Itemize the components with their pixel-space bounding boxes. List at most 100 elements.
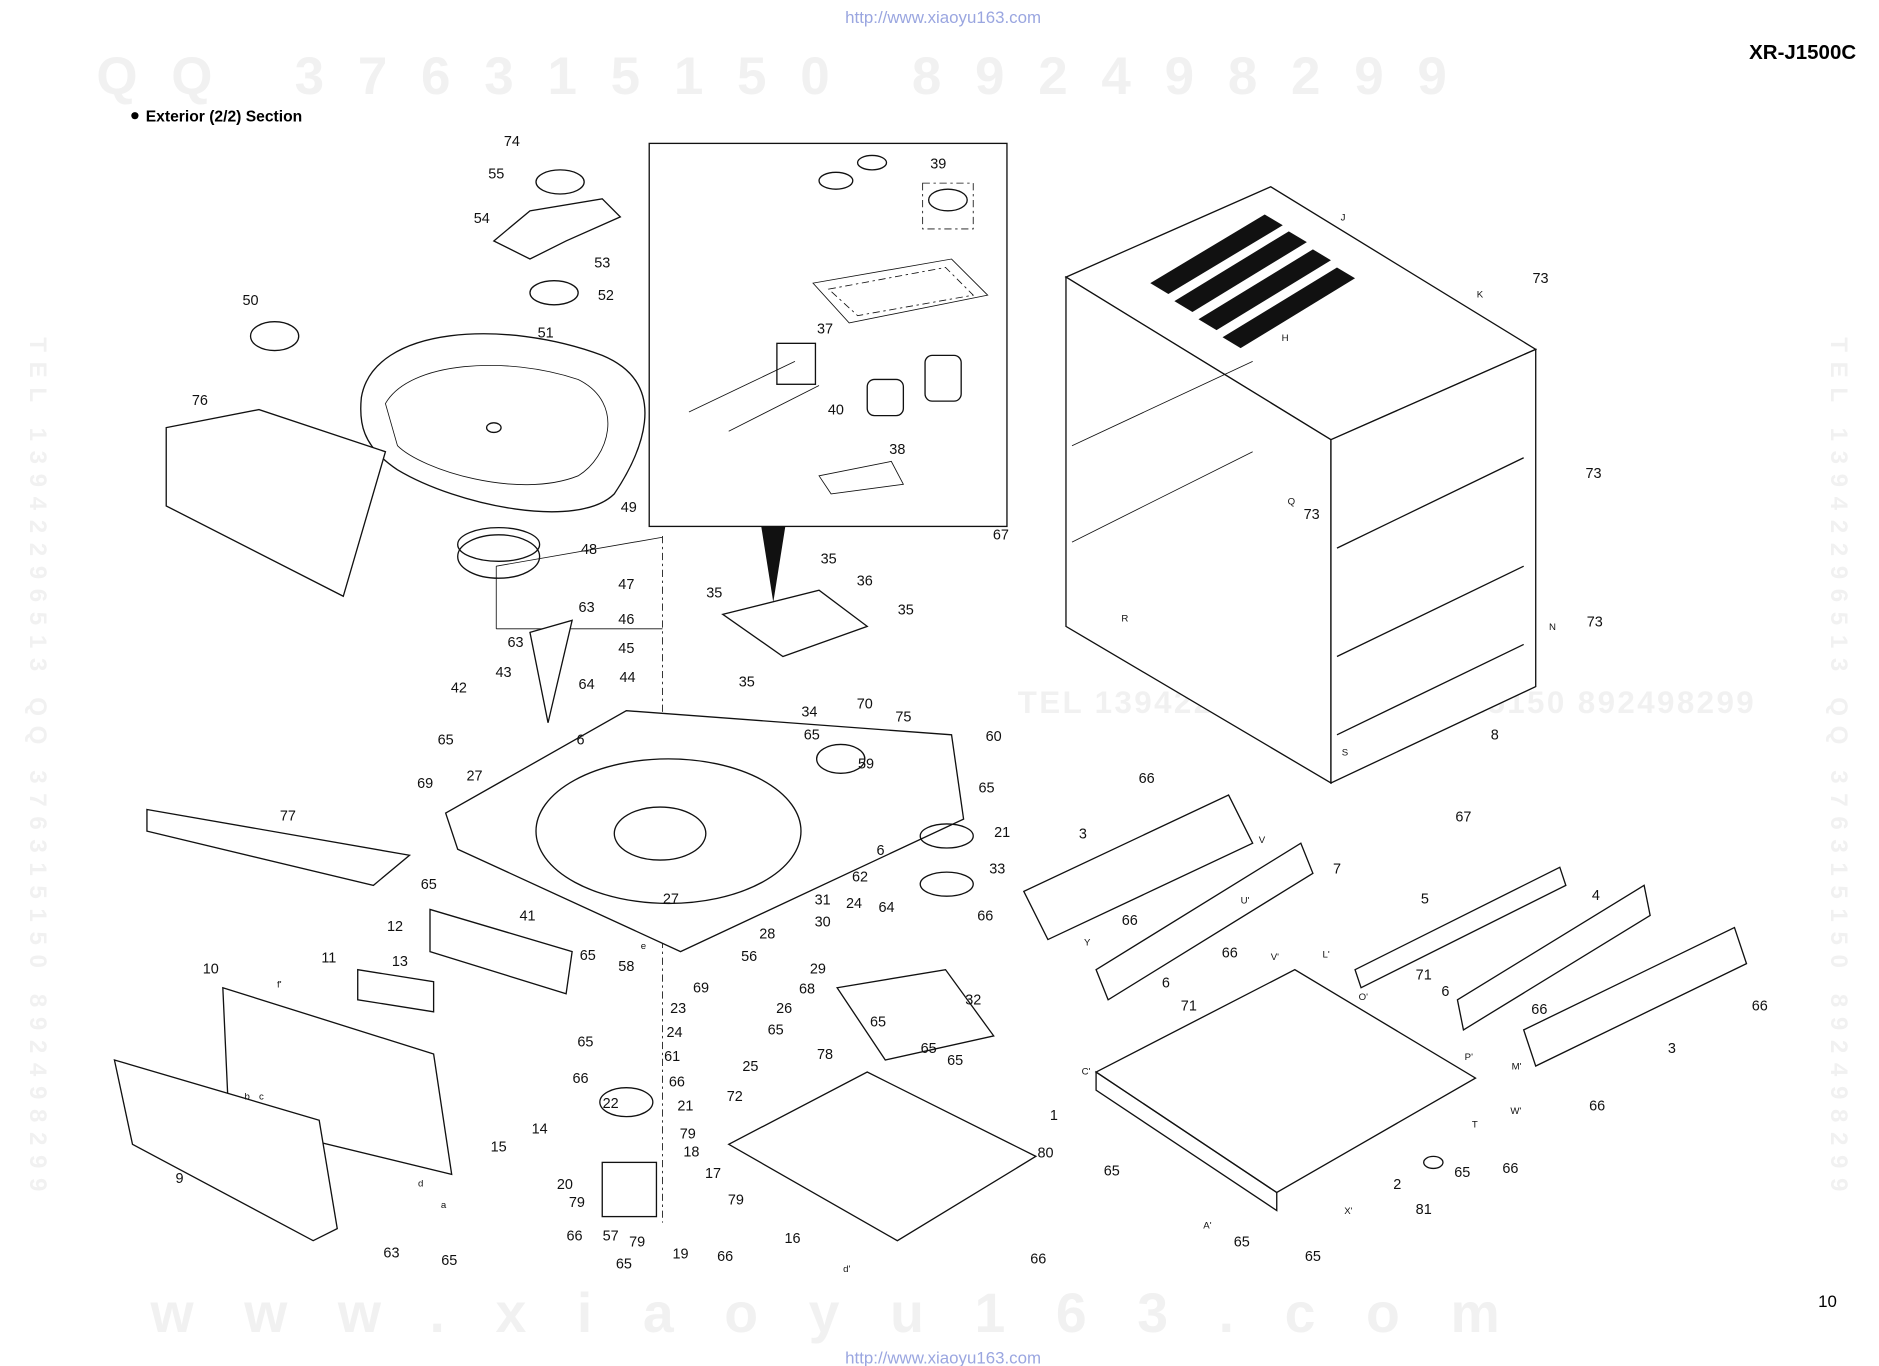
part-label-65: 65 (577, 1035, 593, 1051)
part-label-63: 63 (383, 1246, 399, 1262)
part-label-65: 65 (870, 1014, 886, 1030)
part-label-43: 43 (495, 665, 511, 681)
part-label-79: 79 (629, 1235, 645, 1251)
part-label-31: 31 (815, 893, 831, 909)
part-label-66: 66 (1139, 771, 1155, 787)
part-label-50: 50 (243, 293, 259, 309)
part-label-77: 77 (280, 808, 296, 824)
watermark-bottom: www.xiaoyu163.com (150, 1282, 1551, 1344)
part-label-65: 65 (580, 948, 596, 964)
watermark-left: TEL 13942296513 QQ 376315150 892498299 (24, 337, 51, 1201)
part-label-9: 9 (175, 1171, 183, 1187)
part-label-7: 7 (1333, 861, 1341, 877)
part-label-24: 24 (666, 1025, 682, 1041)
part-label-67: 67 (1455, 810, 1471, 826)
part-label-66: 66 (717, 1249, 733, 1265)
part-label-26: 26 (776, 1001, 792, 1017)
part-label-66: 66 (1589, 1099, 1605, 1115)
reference-letter: T (1472, 1119, 1478, 1130)
part-label-16: 16 (785, 1231, 801, 1247)
part-label-3: 3 (1668, 1041, 1676, 1057)
part-label-72: 72 (727, 1089, 743, 1105)
part-label-20: 20 (557, 1177, 573, 1193)
reference-letter: H (1282, 333, 1289, 344)
part-label-35: 35 (739, 675, 755, 691)
part-label-56: 56 (741, 949, 757, 965)
part-label-61: 61 (664, 1049, 680, 1065)
part-label-55: 55 (488, 166, 504, 182)
part-label-51: 51 (538, 325, 554, 341)
part-label-27: 27 (663, 891, 679, 907)
reference-letter: Y (1084, 938, 1091, 949)
part-label-65: 65 (438, 732, 454, 748)
part-label-66: 66 (1122, 913, 1138, 929)
part-label-40: 40 (828, 402, 844, 418)
part-label-28: 28 (759, 926, 775, 942)
section-title: Exterior (2/2) Section (146, 109, 302, 126)
header-url[interactable]: http://www.xiaoyu163.com (845, 8, 1041, 27)
part-label-66: 66 (1752, 999, 1768, 1015)
reference-letter: V' (1271, 952, 1279, 963)
reference-letter: K (1477, 290, 1484, 301)
part-label-35: 35 (821, 552, 837, 568)
bullet-icon (131, 112, 139, 120)
part-77-sheet (146, 808, 412, 887)
part-label-30: 30 (815, 914, 831, 930)
part-label-69: 69 (693, 981, 709, 997)
part-label-11: 11 (321, 950, 336, 966)
part-label-27: 27 (467, 769, 483, 785)
part-label-6: 6 (1162, 976, 1170, 992)
part-label-67: 67 (993, 528, 1009, 544)
part-label-74: 74 (504, 134, 520, 150)
part-label-59: 59 (858, 757, 874, 773)
part-label-24: 24 (846, 896, 862, 912)
part-label-6: 6 (876, 843, 884, 859)
part-label-66: 66 (1502, 1161, 1518, 1177)
part-label-38: 38 (889, 442, 905, 458)
part-label-65: 65 (1104, 1164, 1120, 1180)
part-label-8: 8 (1491, 728, 1499, 744)
reference-letter: N (1549, 622, 1556, 633)
part-label-3: 3 (1079, 826, 1087, 842)
part-label-22: 22 (603, 1096, 619, 1112)
reference-letter: J (1341, 212, 1346, 223)
part-label-66: 66 (977, 908, 993, 924)
part-label-47: 47 (618, 577, 634, 593)
part-label-53: 53 (594, 255, 610, 271)
part-label-41: 41 (520, 908, 536, 924)
footer-url[interactable]: http://www.xiaoyu163.com (845, 1349, 1041, 1366)
part-label-65: 65 (804, 728, 820, 744)
reference-letter: C' (1082, 1066, 1091, 1077)
part-label-46: 46 (618, 612, 634, 628)
part-label-66: 66 (1531, 1002, 1547, 1018)
part-label-65: 65 (616, 1256, 632, 1272)
part-label-76: 76 (192, 393, 208, 409)
reference-letter: Q (1288, 497, 1296, 508)
part-label-21: 21 (994, 825, 1010, 841)
part-label-39: 39 (930, 157, 946, 173)
part-label-69: 69 (417, 776, 433, 792)
part-label-63: 63 (579, 600, 595, 616)
part-label-73: 73 (1533, 271, 1549, 287)
part-label-71: 71 (1181, 999, 1197, 1015)
page-number: 10 (1818, 1292, 1837, 1311)
watermark-right: TEL 13942296513 QQ 376315150 892498299 (1825, 337, 1852, 1201)
part-label-4: 4 (1592, 888, 1600, 904)
reference-letter: L' (1323, 950, 1330, 961)
part-label-65: 65 (441, 1253, 457, 1269)
part-label-35: 35 (706, 585, 722, 601)
part-label-65: 65 (1305, 1249, 1321, 1265)
part-label-68: 68 (799, 982, 815, 998)
reference-letter: d' (843, 1264, 850, 1275)
part-label-19: 19 (673, 1247, 689, 1263)
part-label-25: 25 (742, 1059, 758, 1075)
part-label-78: 78 (817, 1047, 833, 1063)
part-label-65: 65 (921, 1041, 937, 1057)
part-label-66: 66 (573, 1071, 589, 1087)
part-label-17: 17 (705, 1166, 721, 1182)
part-label-6: 6 (1441, 984, 1449, 1000)
part-label-6: 6 (577, 732, 585, 748)
part-label-60: 60 (986, 729, 1002, 745)
part-label-65: 65 (947, 1053, 963, 1069)
